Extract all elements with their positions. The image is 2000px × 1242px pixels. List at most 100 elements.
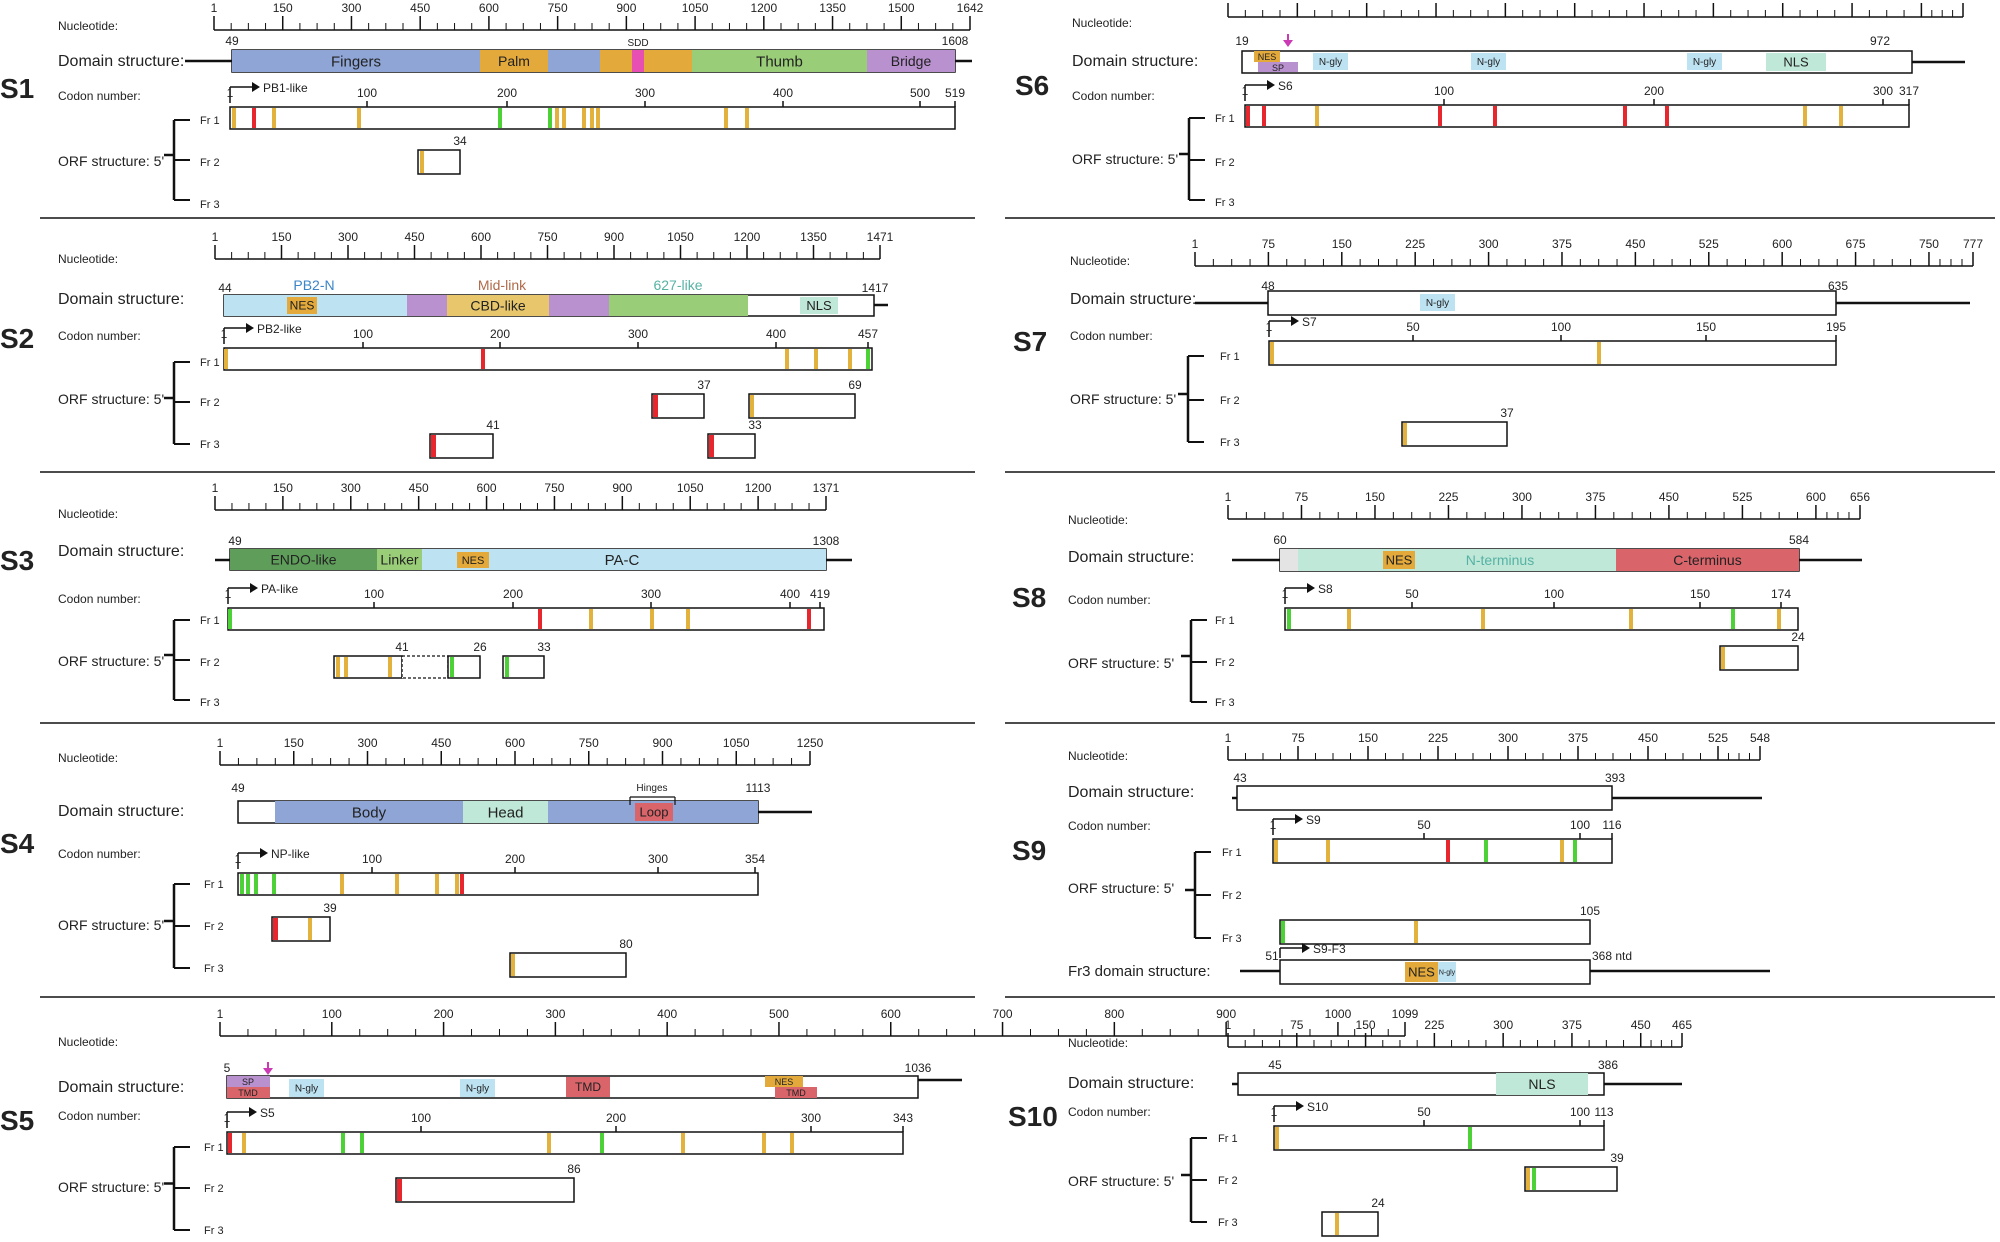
codon-mark (228, 1133, 232, 1153)
codon-mark (650, 609, 654, 629)
orf-codon-mark (1532, 1168, 1536, 1190)
domain-label: N-gly (1693, 57, 1716, 68)
codon-mark (341, 1133, 345, 1153)
orf-row-label: ORF structure: 5' (58, 153, 164, 169)
domain-row-label: Domain structure: (58, 53, 184, 70)
domain-block (566, 1077, 610, 1097)
nucleotide-tick-label: 600 (479, 1, 499, 15)
domain-label: NES (775, 1077, 794, 1087)
codon-tick-label: 174 (1771, 587, 1791, 601)
segment-label: S1 (0, 73, 34, 104)
nucleotide-tick-label: 150 (1332, 237, 1352, 251)
nucleotide-tick-label: 450 (410, 1, 430, 15)
domain-end-label: 1308 (813, 534, 840, 548)
codon-tick-label: 200 (1644, 84, 1664, 98)
frame-label-fr1: Fr 1 (1218, 1133, 1238, 1145)
nucleotide-tick-label: 750 (579, 736, 599, 750)
segment-label: S4 (0, 828, 35, 859)
start-arrow-head (1295, 814, 1303, 824)
protein-name: PB1-like (263, 81, 308, 95)
hinges-label: Hinges (636, 783, 667, 794)
nucleotide-tick-label: 200 (1357, 0, 1377, 2)
orf-codon-mark (1281, 921, 1285, 943)
nucleotide-row-label: Nucleotide: (58, 751, 118, 765)
orf-codon-mark (397, 1179, 402, 1201)
orf-row-label: ORF structure: 5' (58, 917, 164, 933)
nucleotide-tick-label: 1050 (723, 736, 750, 750)
protein-name: S5 (260, 1106, 275, 1120)
codon-mark (481, 349, 485, 369)
nucleotide-tick-label: 750 (537, 230, 557, 244)
segment-label: S3 (0, 545, 34, 576)
start-arrow-head (252, 82, 260, 92)
domain-label: Linker (380, 551, 418, 567)
nucleotide-tick-label: 1 (212, 230, 219, 244)
codon-mark (1484, 840, 1488, 862)
nucleotide-tick-label: 1200 (750, 1, 777, 15)
fr3-domain-row-label: Fr3 domain structure: (1068, 963, 1211, 980)
codon-tick-label: 1 (221, 327, 228, 341)
nucleotide-row-label: Nucleotide: (58, 252, 118, 266)
start-arrow-head (1302, 943, 1310, 953)
orf-codon-mark (431, 435, 436, 457)
nucleotide-tick-label: 150 (273, 1, 293, 15)
nucleotide-tick-label: 600 (471, 230, 491, 244)
nucleotide-tick-label: 1 (1225, 1018, 1232, 1032)
domain-block (275, 801, 463, 823)
protein-name: S6 (1278, 79, 1293, 93)
nucleotide-tick-label: 525 (1699, 237, 1719, 251)
domain-label: Palm (498, 53, 530, 69)
domain-block (1280, 549, 1298, 571)
codon-mark (562, 108, 566, 128)
codon-mark (357, 108, 361, 128)
codon-mark (246, 874, 250, 894)
domain-label: N-gly (295, 1084, 318, 1095)
domain-block (457, 552, 489, 568)
codon-mark (455, 874, 459, 894)
nucleotide-tick-label: 1 (1225, 490, 1232, 504)
codon-mark (762, 1133, 766, 1153)
domain-block (1438, 962, 1456, 982)
codon-tick-label: 1 (1266, 320, 1273, 334)
domain-label: TMD (575, 1080, 601, 1094)
codon-tick-label: 1 (1270, 818, 1277, 832)
nucleotide-tick-label: 900 (1842, 0, 1862, 2)
codon-tick-label: 100 (364, 587, 384, 601)
codon-mark (228, 609, 232, 629)
codon-mark (848, 349, 852, 369)
orf-fr1-box (226, 1131, 904, 1155)
domain-block (548, 50, 600, 72)
orf-box (1279, 919, 1591, 945)
domain-label: TMD (786, 1088, 806, 1098)
nucleotide-tick-label: 1500 (888, 1, 915, 15)
codon-mark (590, 108, 594, 128)
codon-row-label: Codon number: (1068, 819, 1151, 833)
orf-box (417, 149, 461, 175)
frame-label-fr1: Fr 1 (200, 357, 220, 369)
nucleotide-tick-label: 100 (322, 1007, 342, 1021)
codon-tick-label: 50 (1417, 818, 1431, 832)
orf-box (395, 1177, 575, 1203)
domain-start-label: 19 (1235, 34, 1249, 48)
start-arrow-head (1296, 1101, 1304, 1111)
codon-mark (252, 108, 256, 128)
codon-tick-label: 100 (353, 327, 373, 341)
orf-codon-mark (709, 435, 714, 457)
codon-mark (1573, 840, 1577, 862)
nucleotide-tick-label: 525 (1732, 490, 1752, 504)
nucleotide-tick-label: 1350 (819, 1, 846, 15)
codon-mark (600, 1133, 604, 1153)
codon-row-label: Codon number: (58, 329, 141, 343)
nucleotide-tick-label: 1099 (1392, 1007, 1419, 1021)
orf-box (447, 655, 481, 679)
nucleotide-tick-label: 450 (1625, 237, 1645, 251)
codon-tick-label: 113 (1594, 1105, 1613, 1119)
codon-row-label: Codon number: (58, 89, 141, 103)
codon-tick-label: 300 (641, 587, 661, 601)
codon-tick-label: 50 (1417, 1105, 1431, 1119)
codon-mark (548, 108, 552, 128)
domain-block (644, 50, 692, 72)
nucleotide-tick-label: 375 (1552, 237, 1572, 251)
nucleotide-tick-label: 150 (284, 736, 304, 750)
codon-mark (1275, 1127, 1279, 1149)
